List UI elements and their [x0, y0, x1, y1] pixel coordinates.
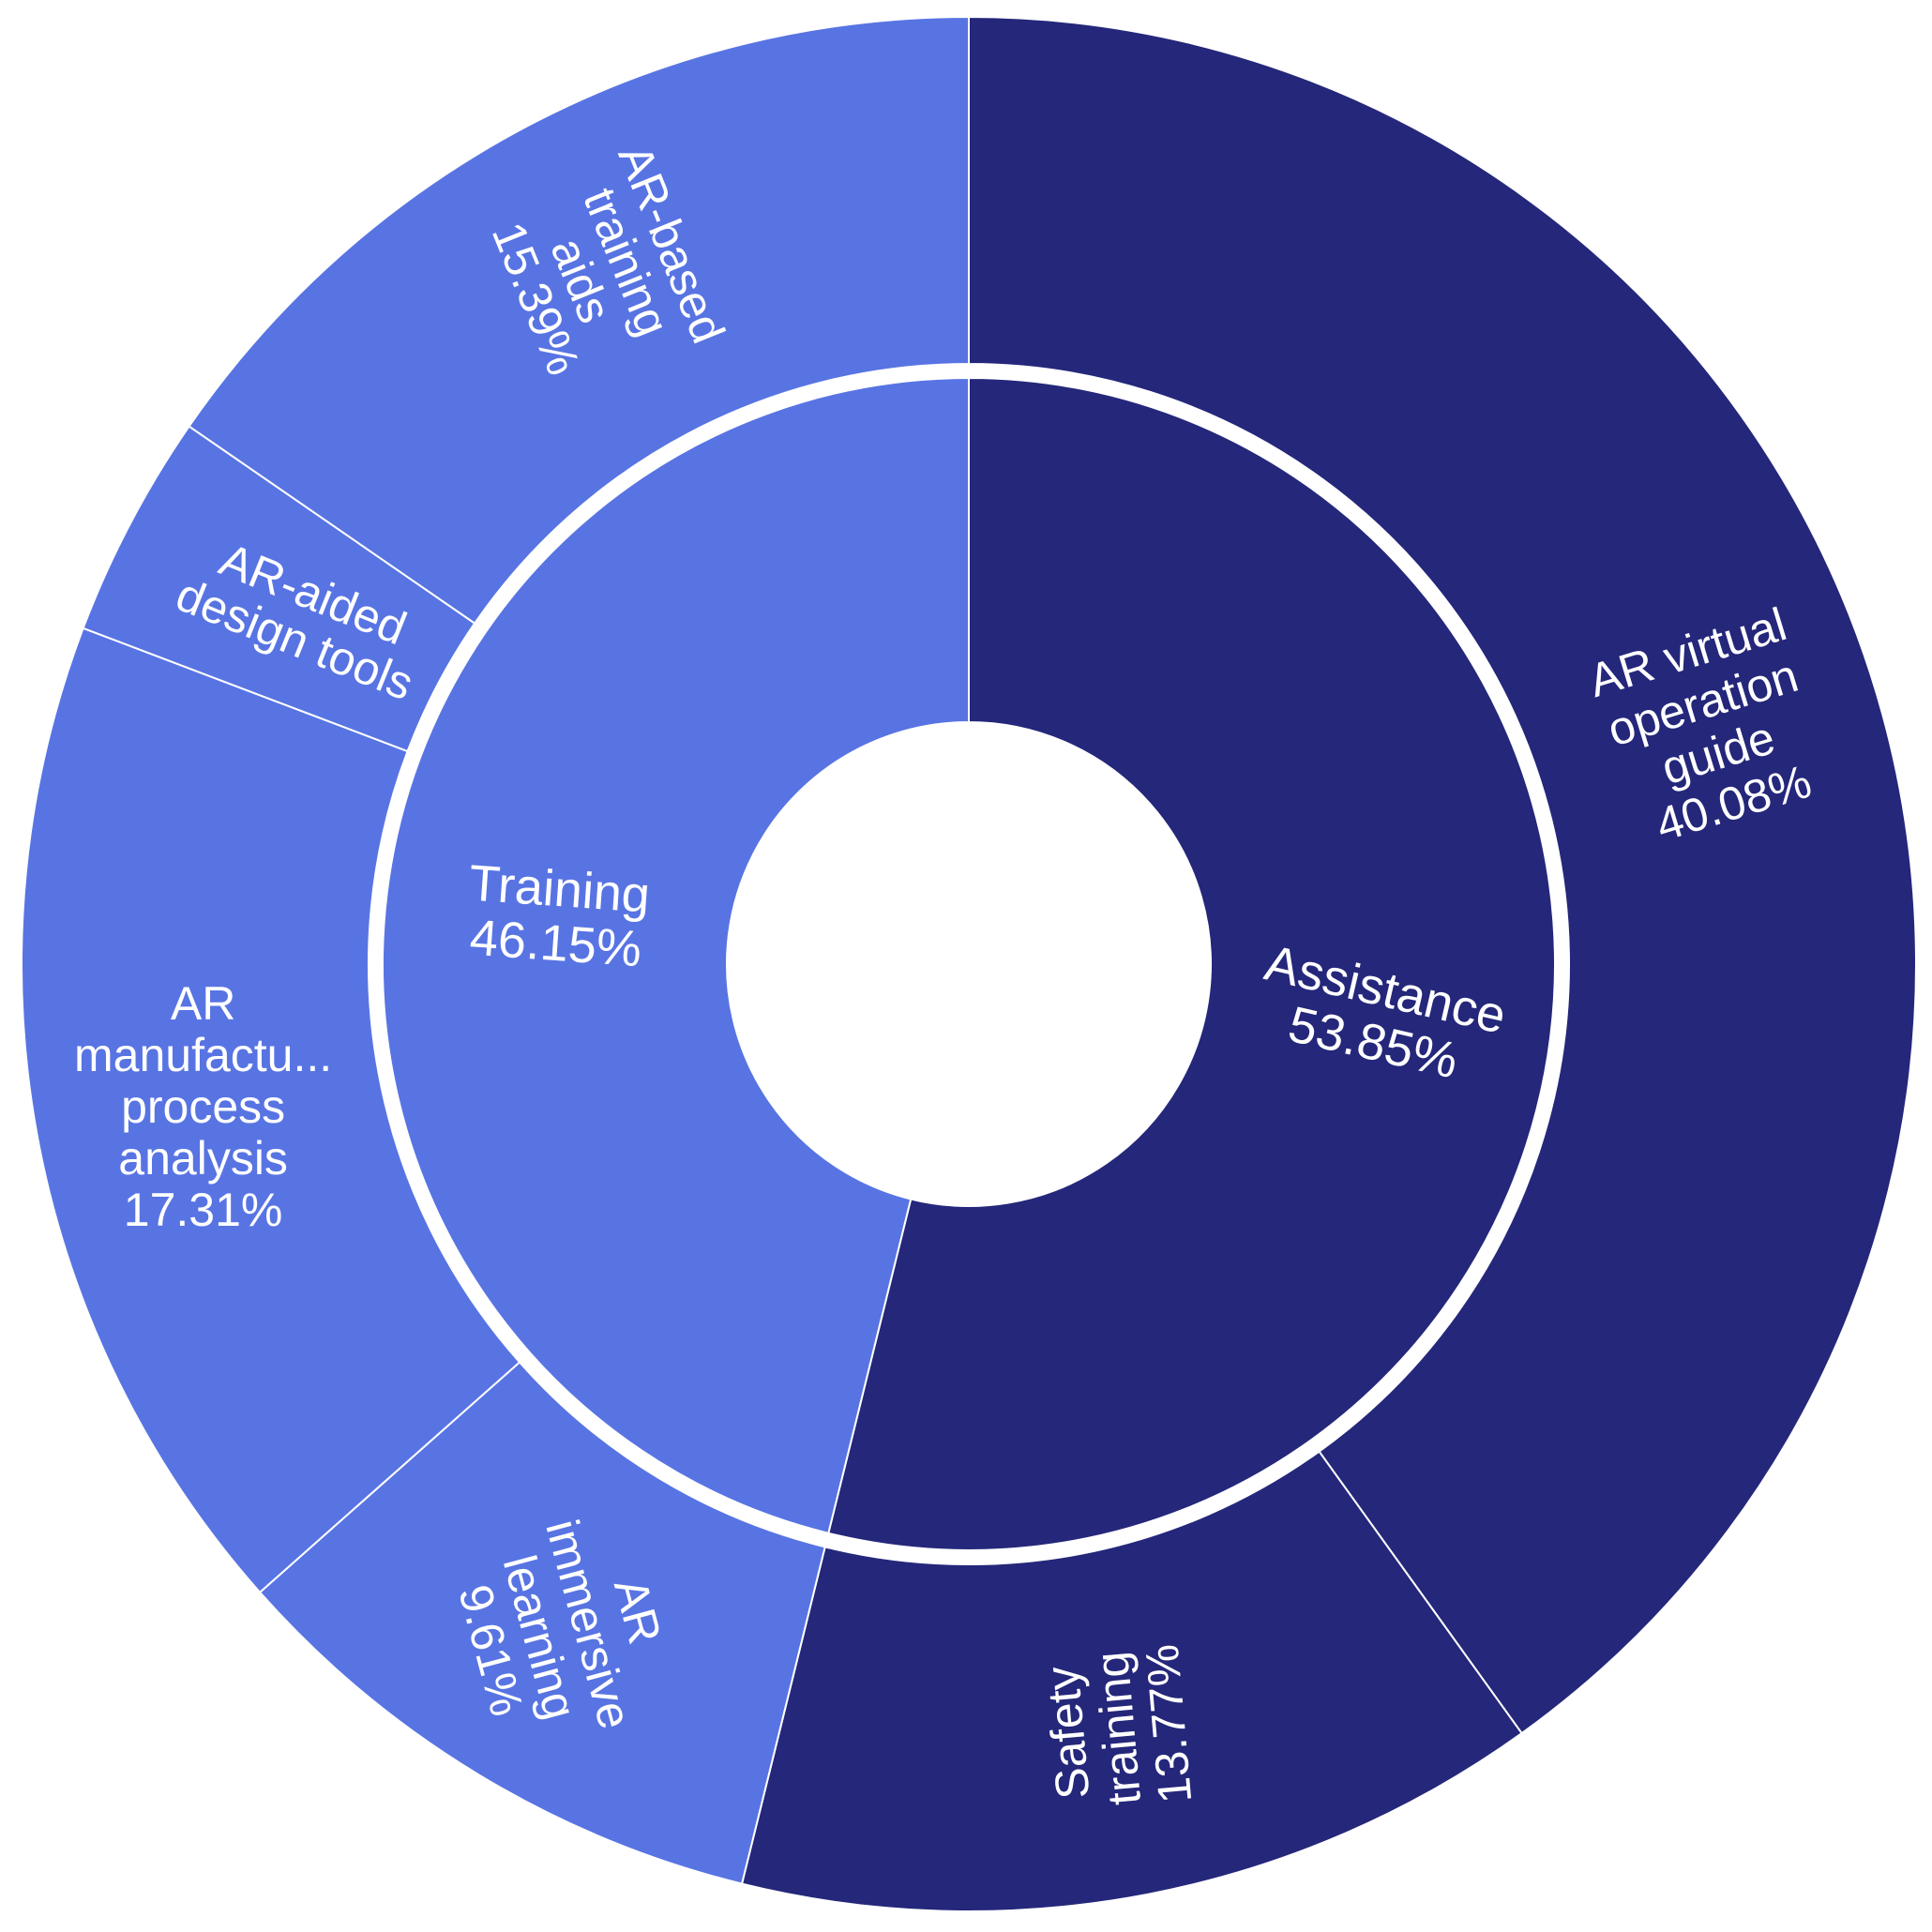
inner-segment-assistance [827, 376, 1556, 1551]
inner-segment-training-label: Training46.15% [463, 854, 652, 977]
outer-segment-ar-manufacturing-process-analysis-label-line-5: 17.31% [124, 1184, 283, 1236]
outer-segment-ar-manufacturing-process-analysis-label-line-4: analysis [118, 1132, 288, 1185]
outer-segment-ar-manufacturing-process-analysis-label-line-2: manufactu... [74, 1029, 332, 1081]
outer-segment-safety-training-label-line-1: Safety [1035, 1664, 1099, 1801]
outer-segment-ar-virtual-operation-guide-label: AR virtualoperationguide40.08% [1582, 597, 1838, 858]
outer-segment-ar-based-training-aids [188, 15, 970, 626]
inner-segment-training-label-line-2: 46.15% [468, 910, 643, 978]
outer-segment-ar-manufacturing-process-analysis [20, 626, 521, 1594]
inner-segment-training [382, 376, 970, 1535]
inner-segment-training-label-line-1: Training [467, 854, 652, 923]
outer-segment-ar-virtual-operation-guide [968, 15, 1917, 1735]
outer-segment-safety-training [740, 1450, 1523, 1912]
outer-segment-ar-manufacturing-process-analysis-label-line-1: AR [171, 977, 235, 1030]
outer-segment-safety-training-label: Safetytraining13.77% [1034, 1642, 1201, 1814]
outer-segment-ar-manufacturing-process-analysis-label-line-3: process [121, 1080, 285, 1133]
outer-segment-ar-immersive-learning [258, 1361, 826, 1885]
